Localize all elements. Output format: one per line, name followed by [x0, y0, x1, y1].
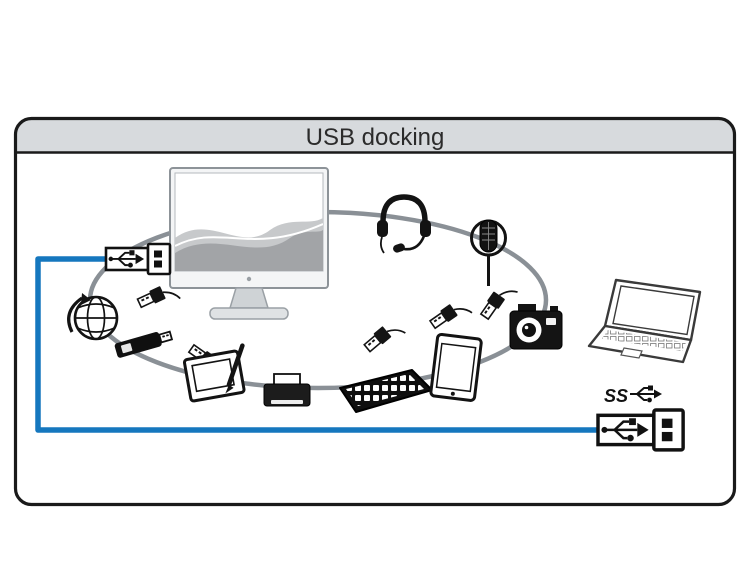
microphone-icon	[470, 219, 507, 286]
usb-trident-icon	[630, 385, 662, 403]
printer-icon	[263, 373, 311, 407]
usb-plug-bottom-icon	[598, 410, 683, 450]
usb-plug-left-icon	[106, 244, 170, 274]
camera-icon	[509, 304, 563, 350]
uplink-cable-blue	[35, 256, 602, 433]
ss-label: SS	[604, 386, 628, 406]
globe-icon	[67, 293, 119, 341]
header-band	[16, 119, 734, 152]
laptop-icon	[587, 278, 702, 364]
graphics-tablet-icon	[182, 343, 246, 403]
headset-icon	[377, 194, 431, 254]
diagram-title: USB docking	[306, 124, 445, 151]
monitor-icon	[169, 167, 329, 320]
usb-flash-drive-icon	[114, 330, 174, 358]
superspeed-usb-logo: SS	[604, 385, 662, 406]
tablet-icon	[429, 332, 483, 402]
diagram-frame	[13, 116, 737, 507]
